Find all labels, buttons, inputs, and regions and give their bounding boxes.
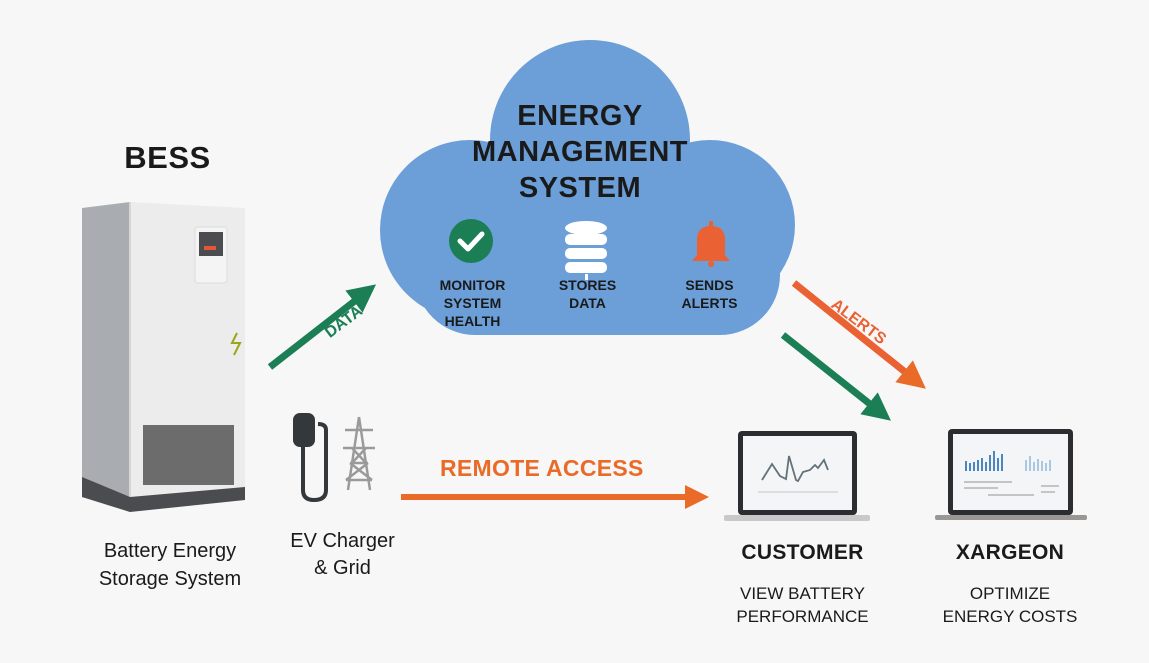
power-tower-icon	[343, 416, 375, 491]
feature-monitor-health: MONITOR SYSTEM HEALTH	[425, 276, 520, 330]
feature-text: SYSTEM	[443, 295, 502, 311]
feature-text: MONITOR	[439, 277, 506, 293]
ev-label-line1: EV Charger	[290, 530, 395, 552]
xargeon-laptop-icon	[935, 429, 1087, 520]
bess-label-line2: Storage System	[98, 568, 242, 590]
cloud-title: ENERGY MANAGEMENT SYSTEM	[440, 98, 720, 206]
xargeon-subtitle: OPTIMIZE ENERGY COSTS	[925, 582, 1095, 628]
database-icon	[565, 221, 607, 280]
remote-access-label: REMOTE ACCESS	[440, 455, 644, 481]
check-circle-icon	[449, 219, 493, 263]
cloud-title-line3: SYSTEM	[518, 172, 642, 204]
customer-title: CUSTOMER	[741, 541, 864, 564]
feature-text: STORES	[558, 277, 617, 293]
xargeon-title: XARGEON	[955, 541, 1065, 564]
bess-label-line1: Battery Energy	[103, 540, 237, 562]
feature-stores-data: STORES DATA	[540, 276, 635, 312]
bess-label: Battery Energy Storage System	[70, 537, 270, 593]
data-arrow	[267, 284, 377, 370]
feature-text: DATA	[569, 295, 606, 311]
customer-laptop-icon	[724, 431, 870, 521]
dashboard-data-arrow	[780, 332, 891, 421]
customer-subtitle-line2: PERFORMANCE	[736, 607, 869, 626]
customer-subtitle: VIEW BATTERY PERFORMANCE	[720, 582, 885, 628]
feature-text: ALERTS	[681, 295, 738, 311]
ev-label-line2: & Grid	[314, 557, 371, 579]
feature-text: HEALTH	[444, 313, 501, 329]
ev-label: EV Charger & Grid	[270, 528, 415, 582]
alerts-arrow	[791, 280, 926, 389]
cloud-title-line1: ENERGY	[517, 100, 643, 132]
cloud-title-line2: MANAGEMENT	[471, 136, 689, 168]
xargeon-subtitle-line1: OPTIMIZE	[969, 584, 1051, 603]
ev-charger-icon	[293, 413, 328, 503]
feature-sends-alerts: SENDS ALERTS	[662, 276, 757, 312]
feature-text: SENDS	[685, 277, 734, 293]
bell-icon	[692, 221, 730, 267]
bess-cabinet-icon	[82, 202, 245, 512]
customer-subtitle-line1: VIEW BATTERY	[739, 584, 865, 603]
bess-title: BESS	[124, 140, 211, 175]
xargeon-subtitle-line2: ENERGY COSTS	[942, 607, 1078, 626]
